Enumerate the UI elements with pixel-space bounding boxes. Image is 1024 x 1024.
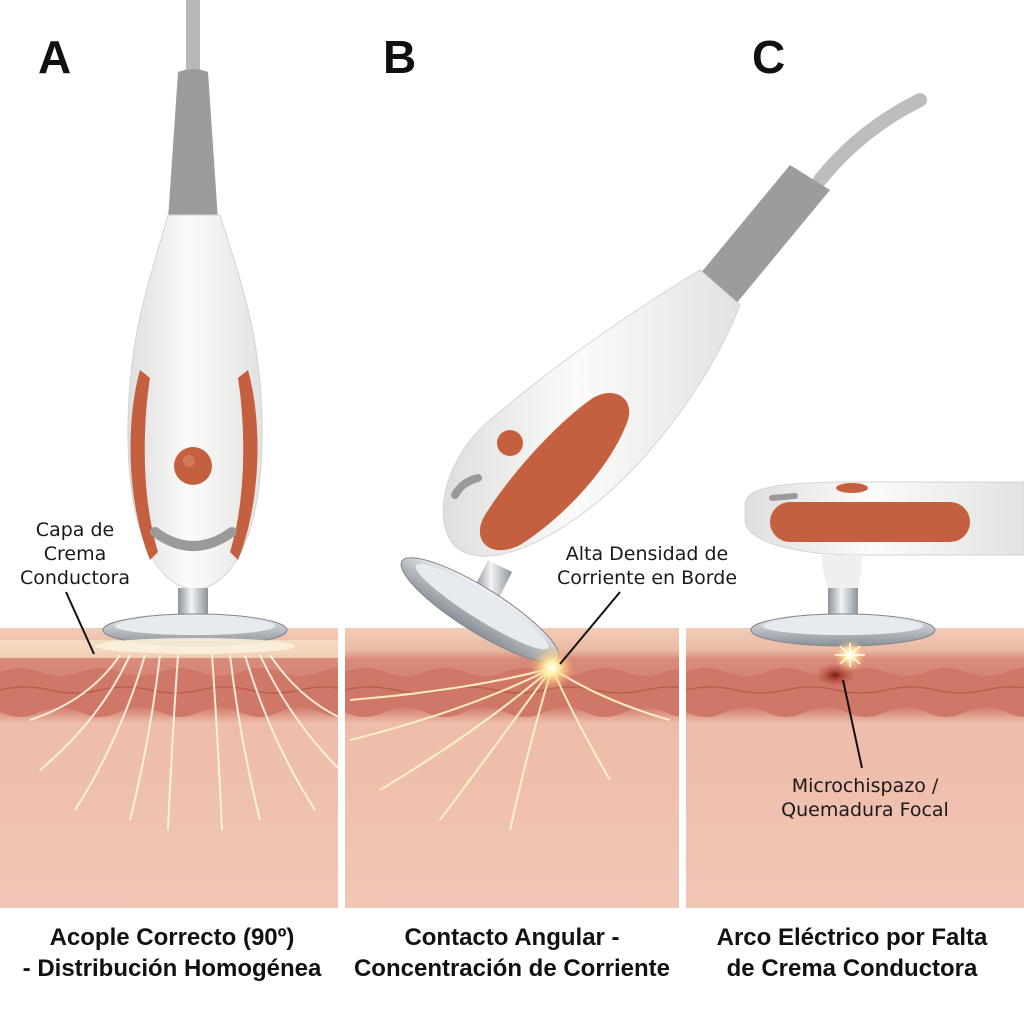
caption-c: Arco Eléctrico por Falta de Crema Conduc… (682, 922, 1022, 984)
caption-line: Contacto Angular - (404, 924, 620, 951)
electrode-handpiece-icon (400, 93, 927, 663)
caption-line: Acople Correcto (90º) (49, 924, 295, 951)
electrode-handpiece-icon (744, 481, 1024, 647)
annotation-line: Corriente en Borde (556, 567, 738, 589)
caption-line: Concentración de Corriente (353, 955, 671, 982)
annotation-cream-layer: Capa de Crema Conductora (10, 518, 140, 590)
caption-b: Contacto Angular - Concentración de Corr… (342, 922, 682, 984)
panel-label-a: A (38, 31, 72, 83)
caption-line: - Distribución Homogénea (22, 955, 322, 982)
panel-divider (338, 620, 345, 920)
annotation-line: Capa de (35, 519, 115, 541)
panel-divider (679, 620, 686, 920)
leader-line-c (842, 679, 863, 769)
leader-line-b (559, 591, 621, 665)
electrode-handpiece-icon (102, 0, 288, 647)
spark-icon (834, 639, 866, 671)
current-lines-icon (29, 654, 346, 831)
current-hotspot (530, 646, 574, 690)
annotation-edge-density: Alta Densidad de Corriente en Borde (552, 542, 742, 590)
conductive-cream-layer (95, 638, 295, 654)
panel-label-c: C (752, 31, 786, 83)
annotation-line: Crema (43, 543, 107, 565)
annotation-line: Alta Densidad de (565, 543, 729, 565)
panel-label-b: B (383, 31, 417, 83)
annotation-microspark: Microchispazo / Quemadura Focal (775, 774, 955, 822)
annotation-line: Conductora (19, 567, 130, 589)
annotation-line: Quemadura Focal (781, 799, 949, 821)
annotation-line: Microchispazo / (791, 775, 939, 797)
current-lines-icon (349, 667, 671, 831)
skin-block-c (686, 628, 1024, 908)
leader-line-a (65, 591, 95, 655)
skin-block-a (0, 628, 338, 908)
caption-line: Arco Eléctrico por Falta (716, 924, 988, 951)
skin-block-b (345, 628, 679, 908)
caption-a: Acople Correcto (90º) - Distribución Hom… (2, 922, 342, 984)
caption-line: de Crema Conductora (726, 955, 978, 982)
